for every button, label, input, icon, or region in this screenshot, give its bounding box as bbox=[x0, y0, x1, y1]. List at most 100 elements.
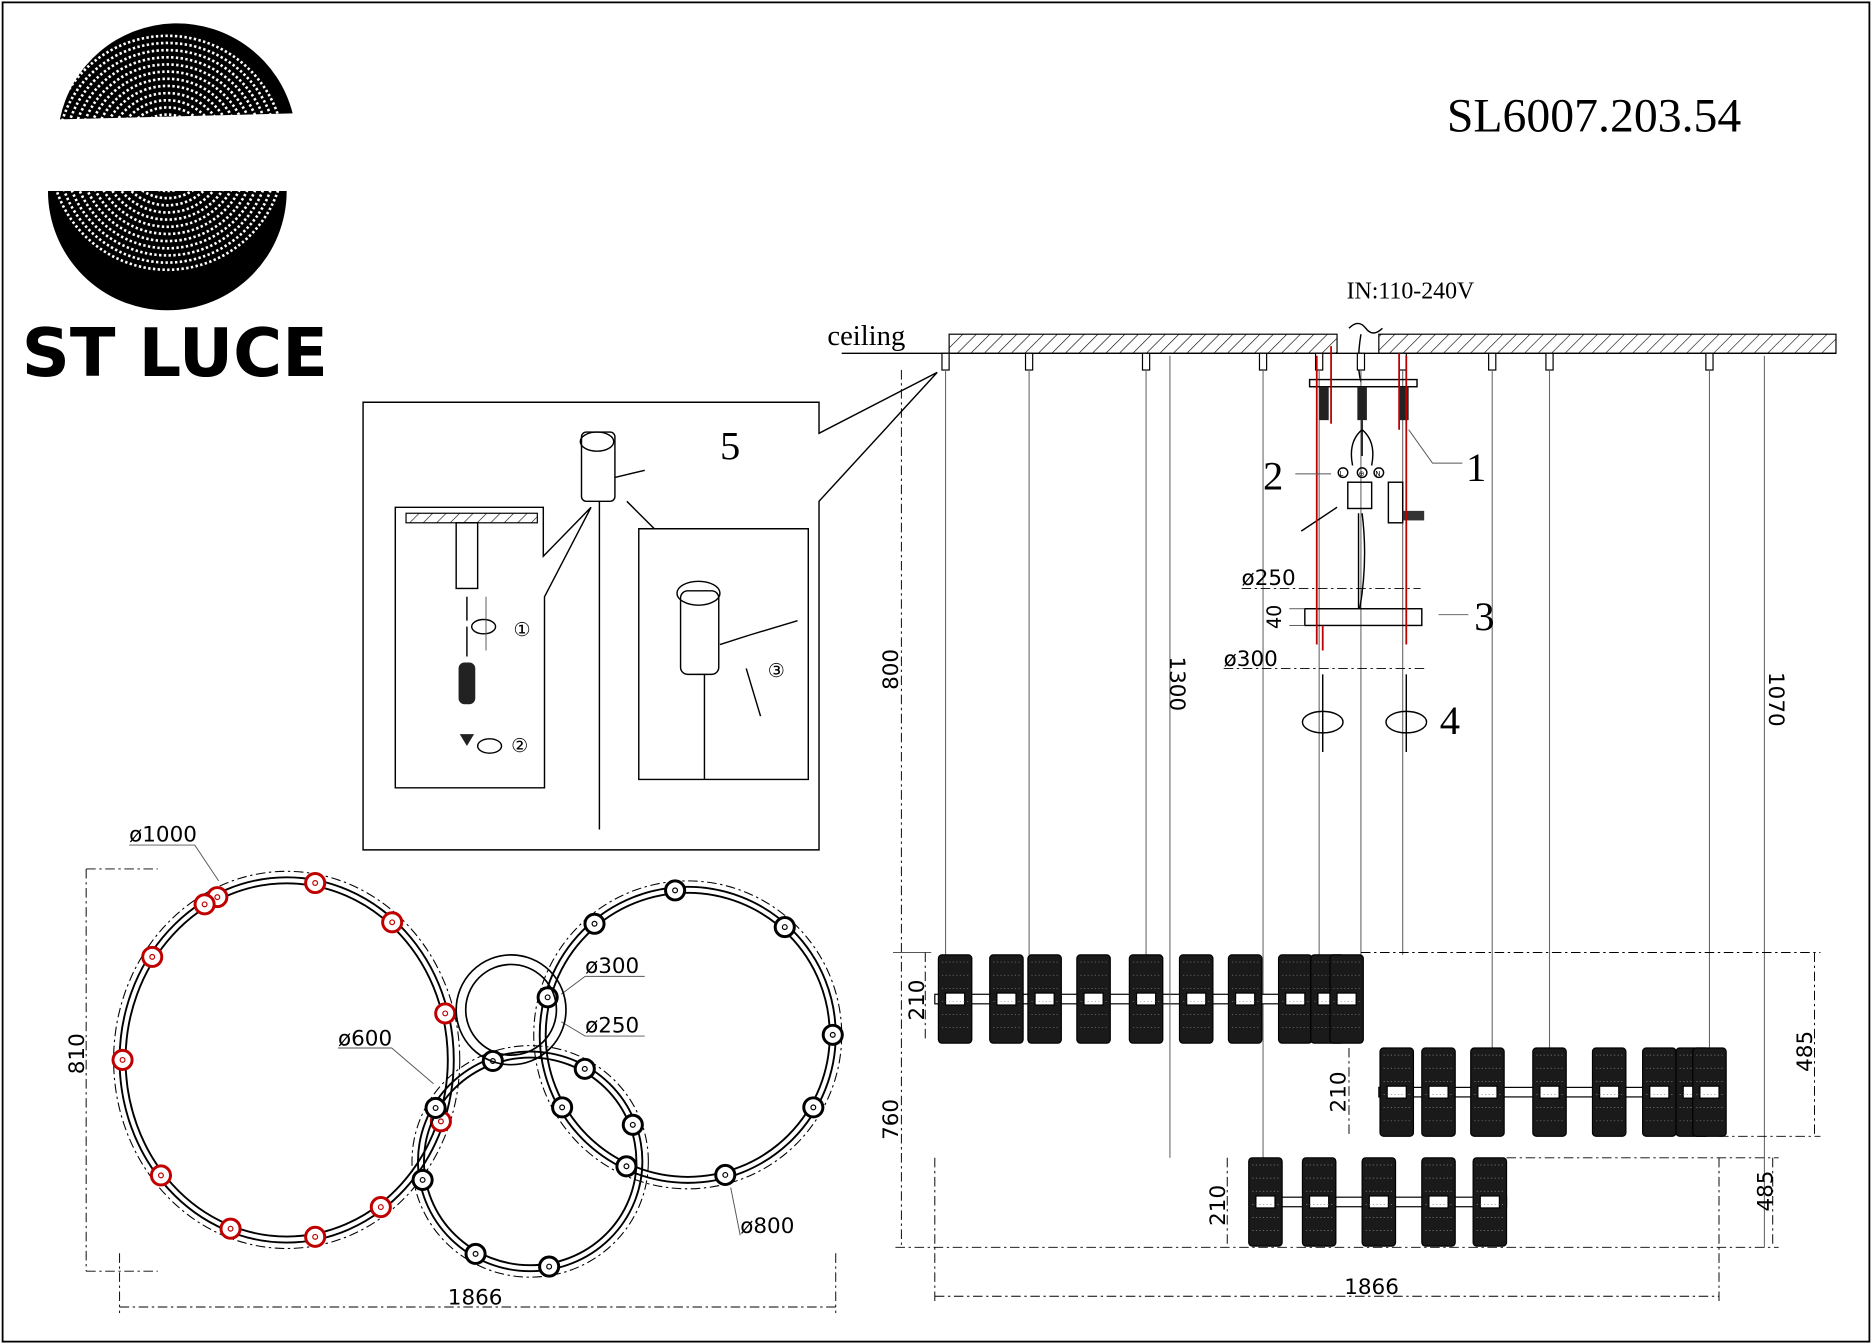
ring-led-mount bbox=[304, 1225, 327, 1248]
suspension-cables bbox=[941, 352, 1714, 1158]
dim-drop-800: 800 bbox=[879, 649, 904, 690]
dim-module-210-c: 210 bbox=[1206, 1185, 1231, 1226]
brand-logo: ST LUCE bbox=[22, 23, 328, 392]
logo-ring bbox=[142, 127, 193, 178]
module-clamp bbox=[1479, 1195, 1500, 1209]
ring-led-mount bbox=[111, 1048, 134, 1071]
module-clamp bbox=[1255, 1195, 1276, 1209]
dim-width-1866-elevation: 1866 bbox=[1344, 1275, 1399, 1300]
ceiling-anchor bbox=[1705, 352, 1714, 371]
fixture-bars bbox=[934, 954, 1727, 1247]
canopy-plate bbox=[1304, 608, 1423, 627]
ring-led-mount bbox=[583, 912, 606, 935]
dim-drop-1300: 1300 bbox=[1164, 656, 1189, 711]
dim-module-210-a: 210 bbox=[905, 980, 930, 1021]
callout-2: 2 bbox=[1263, 453, 1283, 498]
module-clamp bbox=[1428, 1085, 1449, 1099]
logo-ring bbox=[156, 141, 179, 164]
ceiling-anchor bbox=[1141, 352, 1151, 371]
ring-led-mount bbox=[434, 1002, 457, 1025]
step-3: ③ bbox=[768, 659, 785, 682]
ceiling-anchor bbox=[1356, 352, 1366, 371]
callout-1: 1 bbox=[1466, 445, 1486, 490]
module-clamp bbox=[1034, 992, 1055, 1006]
ring-led-mount bbox=[304, 871, 327, 895]
detail-5-callout: 5 ① ② ③ bbox=[362, 371, 938, 851]
terminal-l: L bbox=[1339, 469, 1343, 478]
module-clamp bbox=[1234, 992, 1256, 1006]
elevation-dimensions: 800 760 1300 1070 210 210 210 485 485 18… bbox=[879, 355, 1821, 1302]
ring-led-mount bbox=[369, 1196, 392, 1219]
canopy-inner-ring bbox=[464, 963, 558, 1056]
ceiling-anchor bbox=[1488, 352, 1497, 371]
step-2: ② bbox=[511, 734, 528, 757]
ring-led-mount bbox=[149, 1164, 172, 1187]
ceiling: ceiling IN:110-240V bbox=[827, 278, 1837, 383]
ring-led-mount bbox=[621, 1113, 644, 1136]
logo-ring bbox=[77, 63, 257, 243]
logo-ring bbox=[84, 70, 250, 236]
module-clamp bbox=[1336, 992, 1357, 1006]
callout-4: 4 bbox=[1440, 698, 1460, 743]
screwdriver-icon bbox=[745, 668, 762, 717]
ring-led-mount bbox=[538, 1255, 561, 1278]
module-clamp bbox=[1368, 1195, 1389, 1209]
ring-led-mount bbox=[411, 1168, 434, 1191]
module-clamp bbox=[1285, 992, 1306, 1006]
dim-height-810: 810 bbox=[65, 1033, 90, 1074]
module-clamp bbox=[1309, 1195, 1330, 1209]
ceiling-anchor bbox=[1545, 352, 1554, 371]
dim-ring-600: ø600 bbox=[338, 1027, 392, 1052]
dim-canopy-outer: ø300 bbox=[1224, 647, 1278, 672]
logo-ring bbox=[120, 106, 214, 200]
screwdriver-icon bbox=[1300, 506, 1338, 532]
module-clamp bbox=[944, 992, 966, 1006]
logo-ring bbox=[113, 98, 222, 207]
module-clamp bbox=[1699, 1085, 1720, 1099]
ring-led-mount bbox=[664, 879, 687, 902]
dim-drop-1070: 1070 bbox=[1763, 672, 1788, 727]
terminal-n: N bbox=[1375, 469, 1380, 478]
terminal-earth: ⊕ bbox=[1359, 469, 1365, 478]
dim-module-210-b: 210 bbox=[1326, 1071, 1351, 1112]
ring-led-mount bbox=[551, 1096, 574, 1119]
ring-led-mount bbox=[424, 1096, 447, 1120]
fixture-bar bbox=[934, 954, 1364, 1044]
module-clamp bbox=[1135, 992, 1157, 1006]
canopy-outer-ring bbox=[455, 954, 567, 1066]
ring-led-mount bbox=[773, 916, 796, 939]
logo-ring bbox=[149, 134, 186, 171]
module-clamp bbox=[1539, 1085, 1560, 1099]
dim-offset-760: 760 bbox=[879, 1099, 904, 1140]
logo-ring bbox=[134, 120, 200, 186]
dim-offset-485-a: 485 bbox=[1793, 1031, 1818, 1072]
ring-led-mount bbox=[381, 911, 404, 934]
dim-canopy-300: ø300 bbox=[585, 954, 639, 979]
ceiling-label: ceiling bbox=[827, 320, 905, 352]
ring-led-mount bbox=[802, 1096, 825, 1119]
ceiling-anchor bbox=[1258, 352, 1268, 371]
dim-canopy-height: 40 bbox=[1263, 605, 1286, 629]
logo-ring bbox=[63, 48, 272, 257]
logo-ring bbox=[70, 55, 265, 250]
step-1: ① bbox=[513, 618, 530, 641]
logo-upper-arc bbox=[59, 23, 293, 120]
ring-1000 bbox=[111, 870, 461, 1250]
ceiling-anchor bbox=[941, 352, 950, 371]
dim-width-1866-plan: 1866 bbox=[448, 1286, 503, 1311]
plan-view: ø1000 ø300 ø250 ø600 ø800 810 1866 bbox=[65, 822, 844, 1313]
logo-ring bbox=[49, 34, 286, 272]
detail-number: 5 bbox=[720, 424, 740, 469]
module-clamp bbox=[1477, 1085, 1498, 1099]
model-number: SL6007.203.54 bbox=[1447, 89, 1742, 142]
module-clamp bbox=[1083, 992, 1104, 1006]
dim-canopy-inner: ø250 bbox=[1242, 566, 1296, 591]
ring-led-mount bbox=[193, 893, 216, 916]
dim-canopy-250: ø250 bbox=[585, 1013, 639, 1038]
logo-ring bbox=[56, 41, 279, 264]
ring-led-mount bbox=[573, 1057, 596, 1080]
ring-led-mount bbox=[464, 1242, 487, 1265]
